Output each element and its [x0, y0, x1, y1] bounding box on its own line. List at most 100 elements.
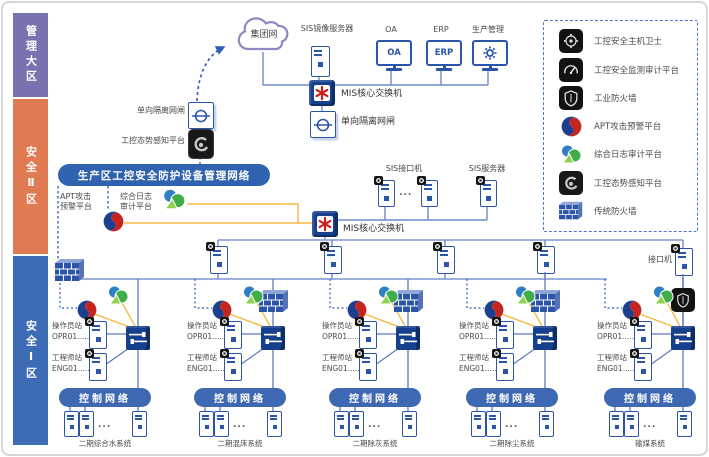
log-platform-label-line2: 审计平台	[120, 202, 152, 211]
monitor-audit-icon	[559, 57, 583, 82]
cloud-label: 集团网	[250, 30, 278, 40]
industrial-firewall-icon	[671, 288, 695, 312]
industrial-firewall-icon	[559, 85, 583, 110]
host-guard-badge-icon	[492, 317, 501, 326]
one-way-gateway-right-icon	[310, 111, 336, 138]
gear-icon	[483, 46, 497, 60]
control-network-pill: 控制网络	[604, 388, 696, 407]
sis-server-label: SIS服务器	[468, 164, 506, 173]
operator-station-label: 操作员站	[322, 321, 352, 330]
legend-item: APT攻击预警平台	[544, 114, 697, 138]
field-server-icon	[334, 411, 349, 437]
field-server-icon	[624, 411, 639, 437]
engineer-station-id: ENG01......	[322, 364, 363, 373]
host-guard-badge-icon	[630, 349, 639, 358]
field-server-icon	[349, 411, 364, 437]
legend-panel: 工控安全主机卫士 工控安全监测审计平台 工业防火墙 APT攻击预警平台 综合日志…	[543, 20, 698, 232]
field-server-icon	[471, 411, 486, 437]
banner-label: 生产区工控安全防护设备管理网络	[77, 169, 251, 182]
erp-screen-text: ERP	[434, 48, 454, 58]
control-network-pill: 控制网络	[329, 388, 421, 407]
operator-station-id: OPR01......	[597, 332, 637, 341]
control-switch-icon	[533, 326, 557, 350]
host-guard-badge-icon	[374, 176, 383, 185]
engineer-station-label: 工程师站	[459, 353, 489, 362]
mis-core-switch-icon-top	[309, 80, 335, 106]
operator-station-label: 操作员站	[597, 321, 627, 330]
control-network-pill: 控制网络	[59, 388, 151, 407]
oa-workstation-icon: OA	[376, 40, 412, 71]
oa-label: OA	[385, 25, 397, 34]
interface-machine-server-icon	[671, 244, 693, 276]
field-server-icon	[402, 411, 417, 437]
apt-platform-label-line2: 预警平台	[60, 202, 92, 211]
apt-warning-icon	[347, 300, 367, 324]
engineer-station-label: 工程师站	[52, 353, 82, 362]
apt-platform-label-line1: APT攻击	[60, 192, 92, 201]
legend-item: 工控安全监测审计平台	[544, 57, 697, 82]
control-network-label: 控制网络	[486, 394, 538, 405]
operator-station-id: OPR01......	[187, 332, 227, 341]
host-guard-badge-icon	[433, 242, 442, 251]
interface-machine-label: 接口机	[648, 255, 672, 264]
engineer-station-label: 工程师站	[597, 353, 627, 362]
legend-item-label: 工控安全主机卫士	[594, 37, 663, 48]
one-way-gateway-left-icon	[188, 102, 214, 129]
operator-station-label: 操作员站	[459, 321, 489, 330]
field-ellipsis: ...	[368, 420, 382, 430]
host-guard-badge-icon	[206, 242, 215, 251]
engineer-station-label: 工程师站	[187, 353, 217, 362]
field-server-icon	[486, 411, 501, 437]
engineer-station-icon	[630, 349, 652, 381]
control-network-group: 操作员站 OPR01...... 工程师站 ENG01...... 控制网络 .…	[457, 255, 567, 455]
system-label: 输煤系统	[635, 439, 665, 448]
host-guard-badge-icon	[476, 176, 485, 185]
log-audit-icon	[652, 284, 674, 310]
log-audit-icon	[162, 187, 186, 215]
host-guard-badge-icon	[355, 317, 364, 326]
field-server-icon	[267, 411, 282, 437]
host-guard-badge-icon	[533, 242, 542, 251]
sis-interface-label: SIS接口机	[385, 164, 423, 173]
system-label: 二期综合水系统	[78, 439, 132, 448]
apt-warning-icon	[484, 300, 504, 324]
situational-platform-label: 工控态势感知平台	[121, 136, 185, 145]
sis-mirror-server-icon	[311, 46, 330, 77]
field-server-icon	[214, 411, 229, 437]
operator-station-id: OPR01......	[322, 332, 362, 341]
mis-core-switch-label-mid: MIS核心交换机	[343, 224, 405, 234]
control-network-group: 操作员站 OPR01...... 工程师站 ENG01...... 控制网络 .…	[595, 255, 705, 455]
engineer-station-icon	[85, 349, 107, 381]
production-mgmt-label: 生产管理	[472, 25, 504, 34]
zone-management-label: 管理大区	[24, 25, 38, 85]
control-network-label: 控制网络	[214, 394, 266, 405]
system-label: 二期除尘系统	[489, 439, 535, 448]
field-server-icon	[132, 411, 147, 437]
host-guard-badge-icon	[220, 349, 229, 358]
legend-item: 传统防火墙	[544, 199, 697, 223]
apt-warning-icon	[103, 211, 124, 236]
oa-screen-text: OA	[387, 48, 401, 58]
bridge-server-icon	[320, 242, 342, 274]
engineer-station-id: ENG01......	[597, 364, 638, 373]
traditional-firewall-icon	[531, 290, 561, 316]
operator-station-label: 操作员站	[52, 321, 82, 330]
production-mgmt-workstation-icon	[472, 40, 508, 71]
engineer-station-id: ENG01......	[52, 364, 93, 373]
field-server-icon	[79, 411, 94, 437]
log-audit-icon	[107, 284, 129, 310]
apt-warning-icon	[622, 300, 642, 324]
log-audit-icon	[377, 284, 399, 310]
control-switch-icon	[671, 326, 695, 350]
situational-awareness-icon	[559, 170, 583, 195]
zone-security-1: 安全Ⅰ区	[13, 256, 48, 445]
field-server-icon	[64, 411, 79, 437]
log-audit-icon	[242, 284, 264, 310]
apt-warning-icon	[212, 300, 232, 324]
operator-station-icon	[492, 317, 514, 349]
legend-item-label: APT攻击预警平台	[594, 122, 662, 132]
traditional-firewall-icon	[394, 290, 424, 316]
engineer-station-label: 工程师站	[322, 353, 352, 362]
operator-station-icon	[220, 317, 242, 349]
engineer-station-icon	[355, 349, 377, 381]
